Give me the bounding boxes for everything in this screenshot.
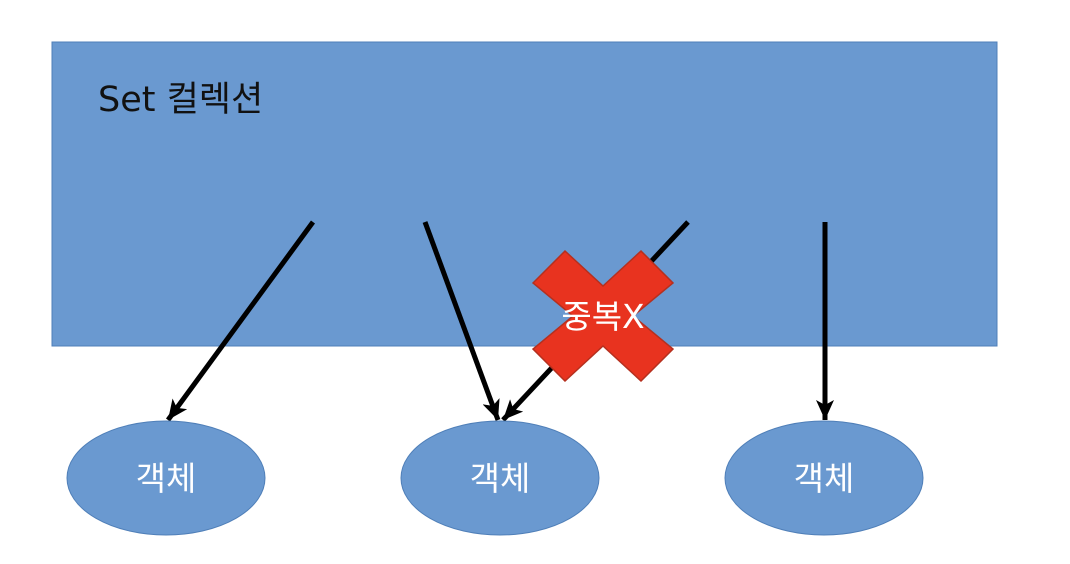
- object-ellipse: [724, 420, 924, 536]
- object-label: 객체: [136, 459, 197, 498]
- object-ellipse: [66, 420, 266, 536]
- set-collection-box: [51, 41, 998, 347]
- object-label: 객체: [470, 459, 531, 498]
- object-label: 객체: [794, 459, 855, 498]
- duplicate-label: 중복X: [561, 297, 644, 336]
- set-collection-label: Set 컬렉션: [98, 80, 263, 120]
- arrow-to-object-1: [165, 220, 316, 422]
- cross-icon: [531, 249, 675, 383]
- object-ellipse: [400, 420, 600, 536]
- object-node-3: 객체: [724, 420, 924, 536]
- arrow-to-object-2: [422, 221, 501, 421]
- object-node-2: 객체: [400, 420, 600, 536]
- object-node-1: 객체: [66, 420, 266, 536]
